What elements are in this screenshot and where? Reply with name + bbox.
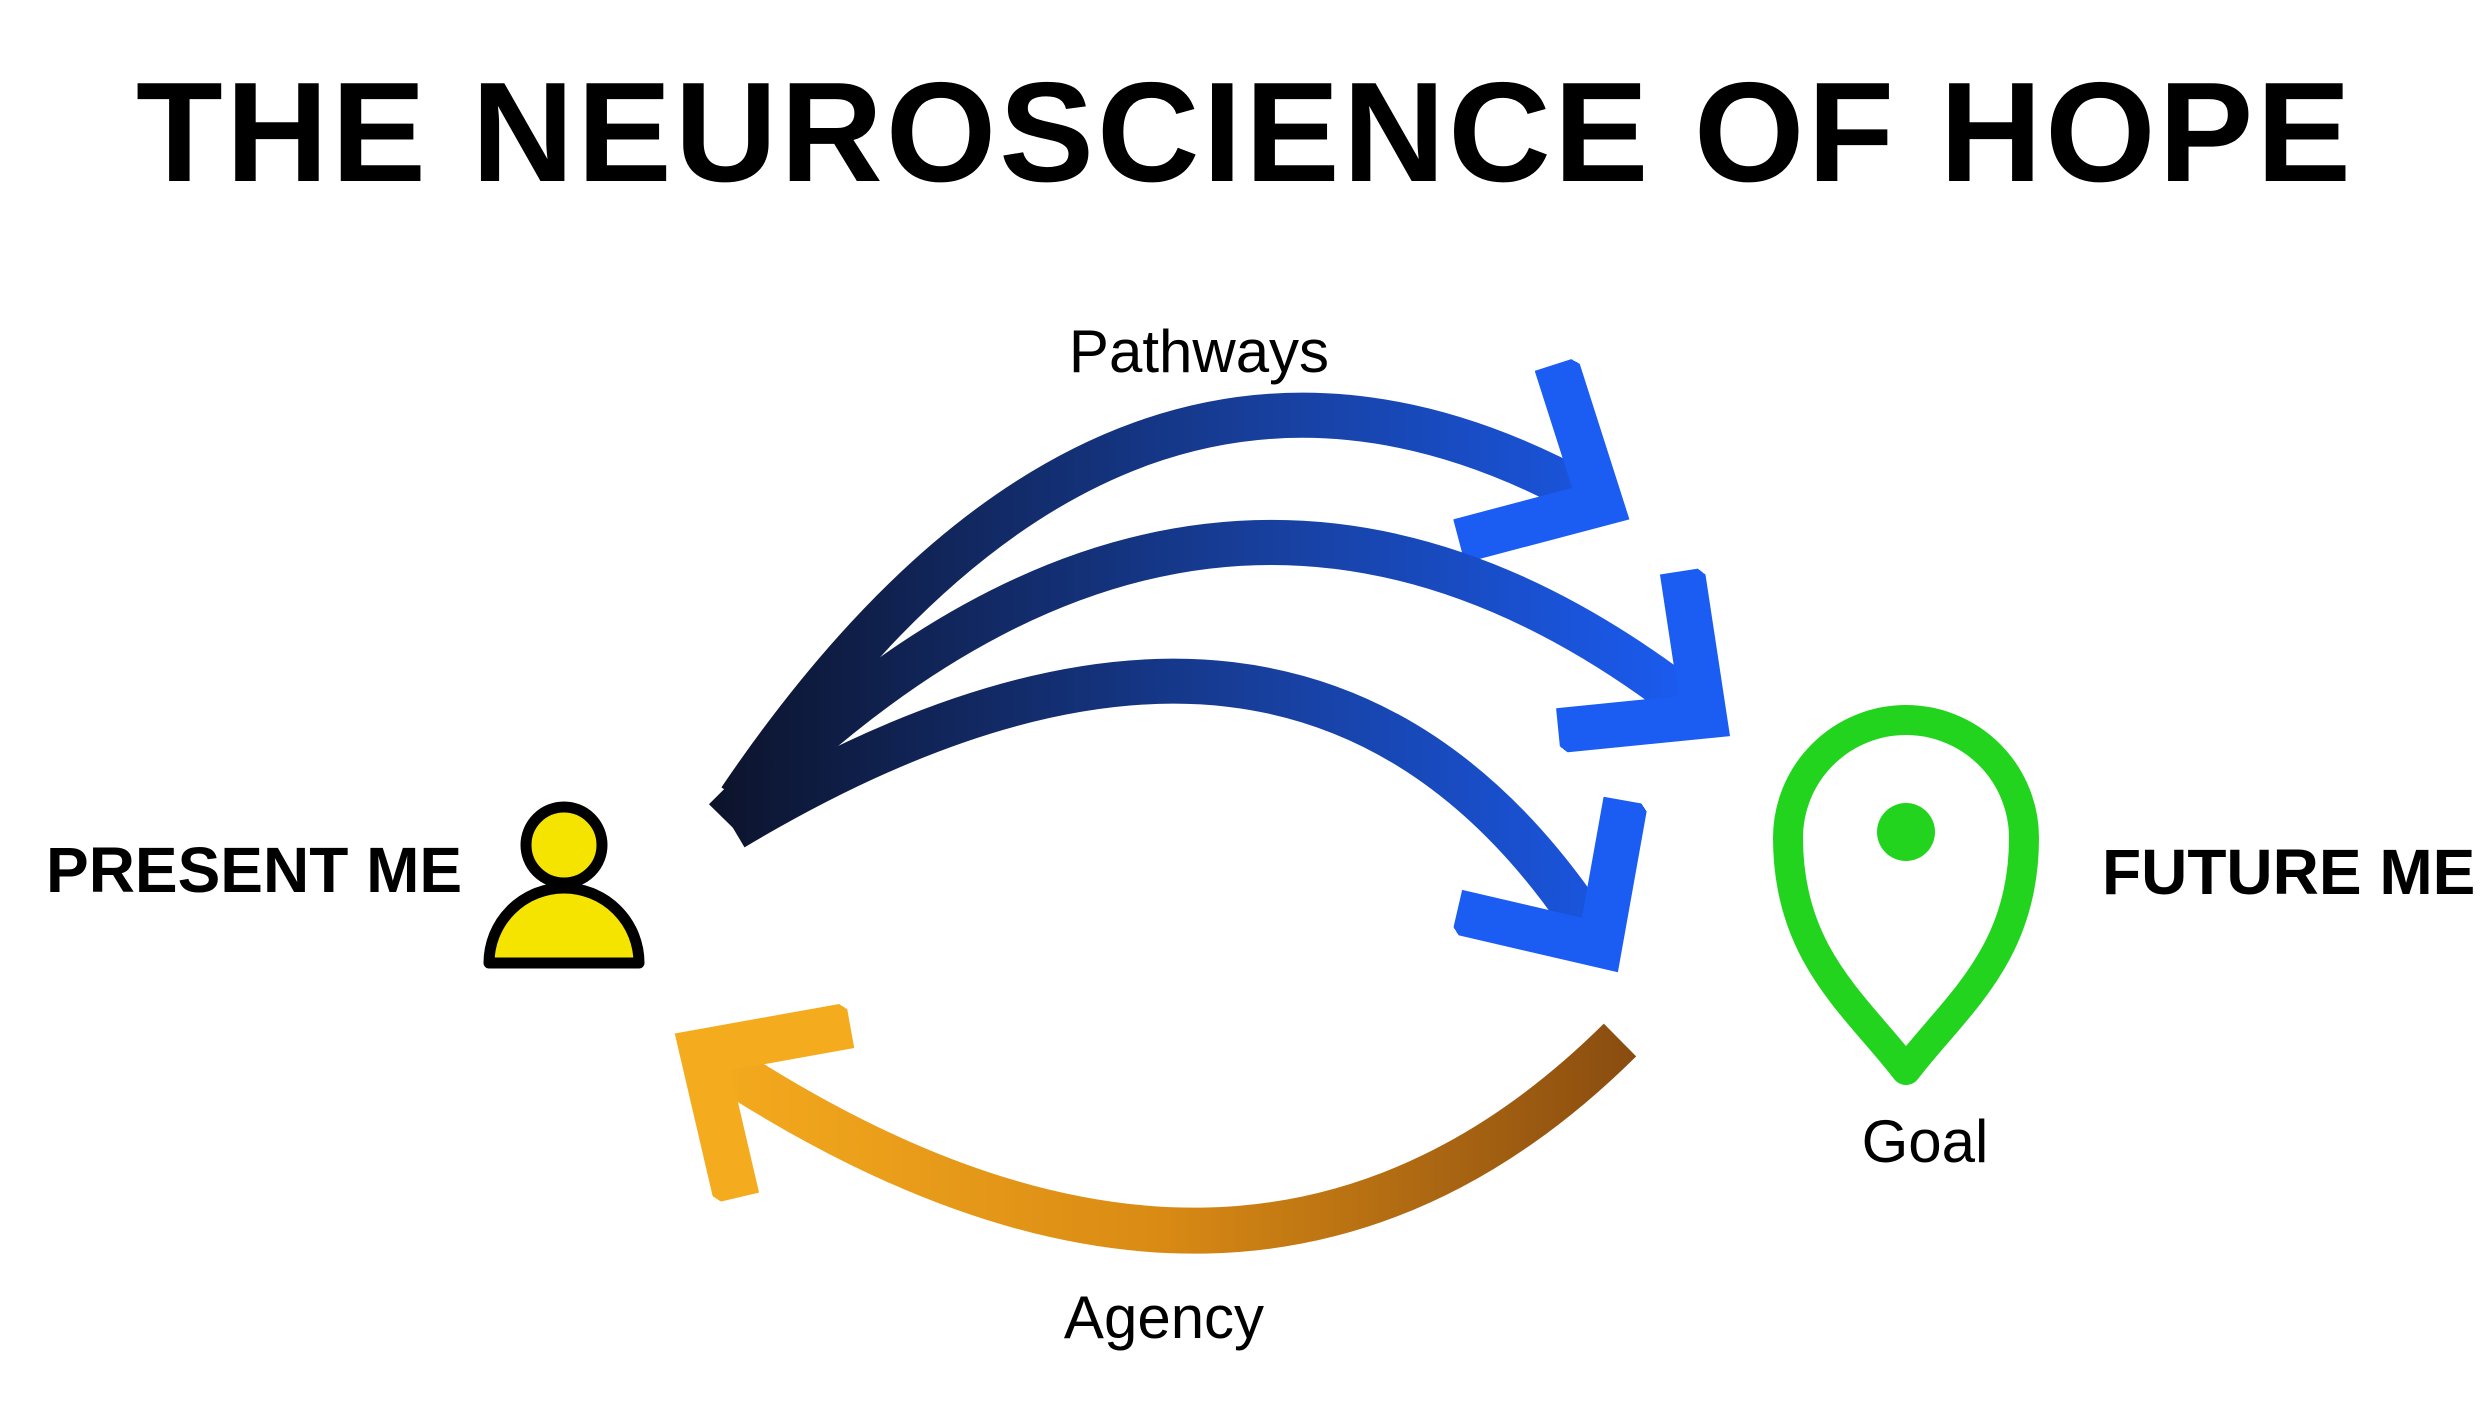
present-me-label: PRESENT ME <box>46 834 463 906</box>
goal-pin-dot <box>1877 803 1935 861</box>
future-me-label: FUTURE ME <box>2102 836 2476 908</box>
pathways-label: Pathways <box>1068 318 1330 385</box>
pathways-arrow-middle <box>708 519 1690 836</box>
goal-pin-icon <box>1773 705 2039 1085</box>
goal-label: Goal <box>1861 1108 1989 1175</box>
pathways-arrow-bottom <box>721 658 1590 930</box>
page-title: THE NEUROSCIENCE OF HOPE <box>135 53 2355 212</box>
person-icon <box>483 801 645 969</box>
agency-arrow <box>718 1040 1637 1254</box>
agency-arrow-path <box>718 1040 1637 1254</box>
pathways-arrows <box>708 415 1690 930</box>
pathways-arrow-top <box>721 415 1585 813</box>
agency-label: Agency <box>1063 1284 1265 1351</box>
